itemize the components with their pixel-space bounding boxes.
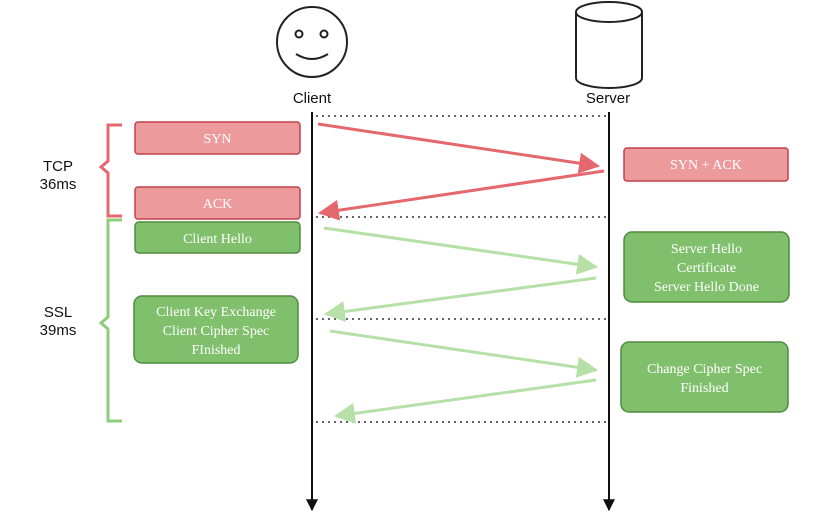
client-hello-label: Client Hello [183, 232, 252, 247]
change-cipher-spec-line-1: Change Cipher Spec [647, 362, 762, 377]
client-key-exchange-box: Client Key Exchange Client Cipher Spec F… [133, 295, 299, 364]
client-key-exchange-line-2: Client Cipher Spec [163, 324, 270, 339]
change-cipher-spec-arrow [333, 378, 597, 424]
server-hello-line-1: Server Hello [671, 242, 742, 257]
database-cylinder-icon [575, 1, 643, 89]
client-key-exchange-line-3: FInished [192, 343, 241, 358]
server-hello-line-3: Server Hello Done [654, 280, 759, 295]
syn-ack-arrow [317, 169, 605, 221]
server-hello-line-2: Certificate [677, 261, 736, 276]
syn-box: SYN [134, 121, 301, 155]
server-hello-arrow [323, 276, 597, 322]
tcp-bracket [98, 123, 122, 218]
tcp-phase-duration: 36ms [40, 176, 77, 193]
server-hello-box: Server Hello Certificate Server Hello Do… [623, 231, 790, 303]
ack-label: ACK [203, 197, 233, 212]
client-hello-arrow [323, 226, 599, 275]
ack-box: ACK [134, 186, 301, 220]
syn-ack-box: SYN + ACK [623, 147, 789, 182]
syn-arrow [317, 122, 601, 174]
client-hello-box: Client Hello [134, 221, 301, 254]
client-key-exchange-line-1: Client Key Exchange [156, 305, 276, 320]
change-cipher-spec-line-2: Finished [680, 381, 728, 396]
tcp-phase-name: TCP [43, 158, 73, 175]
client-key-exchange-arrow [329, 329, 599, 378]
ssl-phase-duration: 39ms [40, 322, 77, 339]
change-cipher-spec-box: Change Cipher Spec Finished [620, 341, 789, 413]
ssl-phase-name: SSL [44, 304, 72, 321]
syn-label: SYN [203, 132, 231, 147]
client-label: Client [293, 90, 332, 107]
server-label: Server [586, 90, 630, 107]
ssl-bracket [98, 218, 122, 423]
syn-ack-label: SYN + ACK [670, 158, 742, 173]
smiley-face-icon [276, 6, 348, 78]
